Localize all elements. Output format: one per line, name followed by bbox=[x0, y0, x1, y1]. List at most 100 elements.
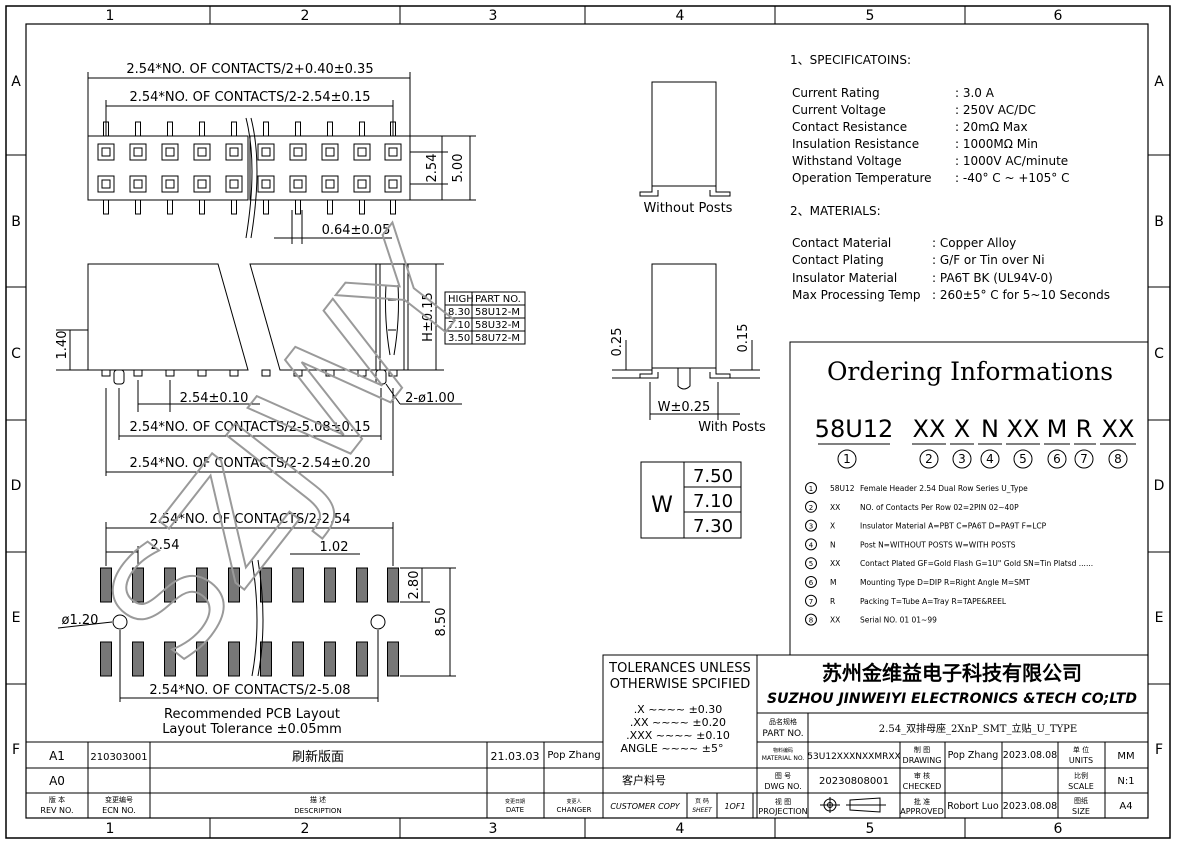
contact-cavity bbox=[353, 175, 371, 193]
pcb-dim-hole: ø1.20 bbox=[62, 613, 99, 628]
contact-cavity bbox=[321, 143, 339, 161]
spec-value: : 3.0 A bbox=[955, 86, 995, 100]
contact-cavity-inner bbox=[388, 147, 398, 157]
pin-tail bbox=[359, 199, 365, 215]
material-label: Insulator Material bbox=[792, 271, 897, 285]
height-table: HIGH PART NO. 8.30 58U12-M 7.10 58U32-M … bbox=[444, 291, 526, 345]
drawing-label: 制 图 bbox=[914, 745, 930, 754]
ordering-row-desc: Serial NO. 01 01~99 bbox=[860, 616, 937, 625]
pin-foot bbox=[293, 369, 303, 377]
rev-no: A1 bbox=[49, 749, 65, 763]
pcb-dim-pad-length: 2.80 bbox=[407, 571, 422, 600]
tolerance-row: .XXX ~~~~ ±0.10 bbox=[626, 729, 730, 742]
height-table-cell: 58U72-M bbox=[475, 333, 520, 344]
row-label: D bbox=[11, 478, 22, 494]
dim-row-pitch: 2.54 bbox=[425, 154, 440, 183]
rev-changer: Pop Zhang bbox=[547, 750, 600, 761]
row-label: A bbox=[1154, 74, 1164, 90]
ordering-row-marker bbox=[805, 613, 817, 626]
side-view-dims: 0.25 0.15 W±0.25 With Posts bbox=[610, 324, 766, 435]
approved-label: 批 准 bbox=[914, 797, 930, 806]
col-label: 2 bbox=[301, 821, 310, 837]
ordering-row-number: 3 bbox=[809, 523, 813, 531]
pcb-dims: 2.54*NO. OF CONTACTS/2-2.54 2.54 1.02 2.… bbox=[62, 512, 449, 737]
dim-right: 0.15 bbox=[736, 324, 751, 353]
dim-width: W±0.25 bbox=[658, 400, 711, 415]
pcb-pad bbox=[356, 641, 368, 677]
contact-cavity-inner bbox=[165, 147, 175, 157]
ordering-row-marker bbox=[805, 500, 817, 513]
contact-cavity-inner bbox=[261, 179, 271, 189]
contact-cavity-inner bbox=[197, 147, 207, 157]
dwg-no: 20230808001 bbox=[819, 776, 889, 787]
height-table-cell: 3.50 bbox=[448, 333, 470, 344]
dim-pin: 0.64±0.05 bbox=[322, 223, 391, 238]
material-label: Max Processing Temp bbox=[792, 288, 921, 302]
contact-cavity-inner bbox=[293, 179, 303, 189]
contact-cavity-inner bbox=[325, 147, 335, 157]
ordering-row-marker bbox=[805, 538, 817, 551]
tolerances-box: TOLERANCES UNLESS OTHERWISE SPCIFIED .X … bbox=[602, 654, 758, 769]
w-table-value: 7.10 bbox=[693, 491, 733, 512]
tolerance-row: .X ~~~~ ±0.30 bbox=[634, 703, 723, 716]
without-posts-label: Without Posts bbox=[644, 201, 733, 216]
ordering-row-number: 2 bbox=[809, 504, 813, 512]
checked-label: CHECKED bbox=[903, 782, 942, 791]
rev-header: 变更日期 bbox=[505, 798, 525, 805]
material-no-label: 物料编码 bbox=[773, 747, 793, 754]
code-part: XX bbox=[913, 415, 946, 443]
spec-label: Insulation Resistance bbox=[792, 137, 919, 151]
pin-tail bbox=[135, 121, 141, 137]
tolerance-title: OTHERWISE SPCIFIED bbox=[610, 677, 751, 692]
pin-foot bbox=[229, 369, 239, 377]
ordering-row-desc: Post N=WITHOUT POSTS W=WITH POSTS bbox=[860, 540, 1016, 549]
col-label: 1 bbox=[106, 8, 115, 24]
code-part: XX bbox=[1102, 415, 1135, 443]
revision-block bbox=[25, 741, 604, 819]
dim-post-span: 2.54*NO. OF CONTACTS/2-5.08±0.15 bbox=[129, 420, 370, 435]
contact-cavity bbox=[129, 143, 147, 161]
dim-pitch: 2.54±0.10 bbox=[180, 391, 249, 406]
ordering-panel: Ordering Informations 58U12 XX X N XX M … bbox=[789, 341, 1149, 656]
material-no: 53U12XXXNXXMRXX bbox=[807, 752, 900, 762]
pin-foot bbox=[165, 369, 175, 377]
scale-label: SCALE bbox=[1068, 782, 1094, 791]
zone-labels: 1 2 3 4 5 6 1 2 3 4 5 6 A B C D E F A B … bbox=[11, 8, 1165, 837]
units-label: 单 位 bbox=[1073, 745, 1089, 754]
ordering-row-number: 5 bbox=[809, 560, 813, 568]
rev-header: CHANGER bbox=[557, 806, 592, 814]
ordering-row-desc: Contact Plated GF=Gold Flash G=1U" Gold … bbox=[860, 559, 1093, 568]
height-table-header: PART NO. bbox=[475, 294, 521, 305]
pin-tail bbox=[390, 199, 396, 215]
pcb-dim-pitch: 2.54 bbox=[151, 538, 180, 553]
side-view-with-posts bbox=[612, 263, 760, 420]
ordering-row-marker bbox=[805, 557, 817, 570]
w-table-label: W bbox=[651, 493, 673, 518]
projection-label: 视 图 bbox=[775, 797, 791, 806]
material-value: : Copper Alloy bbox=[932, 236, 1016, 250]
contact-cavity bbox=[289, 175, 307, 193]
pcb-pad bbox=[324, 641, 336, 677]
projection-symbol-icon bbox=[820, 797, 886, 813]
code-number: 8 bbox=[1114, 452, 1122, 466]
ordering-row-marker bbox=[805, 482, 817, 494]
contact-cavity-inner bbox=[197, 179, 207, 189]
pin-foot bbox=[325, 369, 335, 377]
row-label: E bbox=[1155, 610, 1164, 626]
pcb-pad bbox=[196, 567, 208, 603]
specifications: 1、SPECIFICATOINS: Current Rating : 3.0 A… bbox=[790, 53, 1110, 302]
pin-tail bbox=[295, 199, 301, 215]
dim-height: H±0.15 bbox=[421, 292, 436, 342]
ordering-row-code: X bbox=[830, 522, 835, 531]
rev-header: DATE bbox=[506, 806, 524, 814]
col-label: 5 bbox=[866, 821, 875, 837]
contact-cavity bbox=[353, 143, 371, 161]
code-part: X bbox=[954, 415, 970, 443]
spec-label: Current Rating bbox=[792, 86, 880, 100]
revision-text: A1 210303001 刷新版面 21.03.03 Pop Zhang A0 … bbox=[40, 749, 600, 815]
pcb-caption-2: Layout Tolerance ±0.05mm bbox=[162, 722, 342, 737]
col-label: 3 bbox=[489, 8, 498, 24]
drawn-date: 2023.08.08 bbox=[1003, 750, 1057, 761]
col-label: 4 bbox=[676, 821, 685, 837]
